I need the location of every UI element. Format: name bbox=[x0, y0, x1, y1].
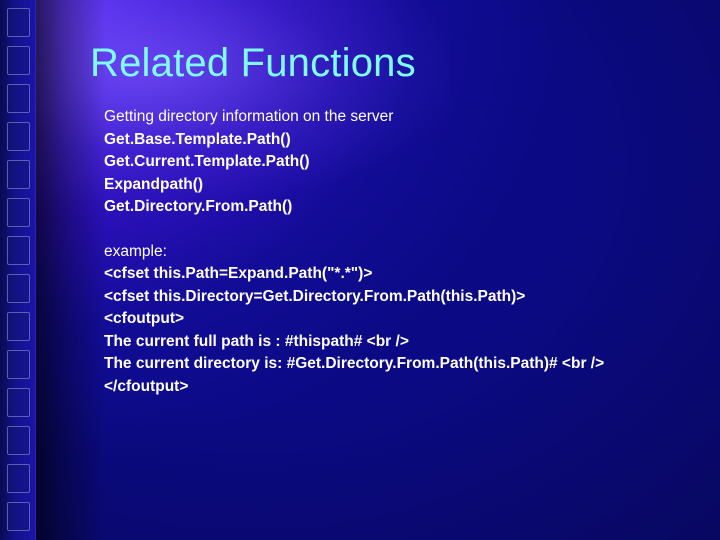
intro-line: Getting directory information on the ser… bbox=[104, 108, 394, 125]
filmstrip-hole bbox=[7, 426, 30, 455]
filmstrip-hole bbox=[7, 198, 30, 227]
filmstrip-hole bbox=[7, 502, 30, 531]
filmstrip-hole bbox=[7, 274, 30, 303]
intro-line: Expandpath() bbox=[104, 175, 204, 193]
filmstrip-hole bbox=[7, 46, 30, 75]
intro-line: Get.Base.Template.Path() bbox=[104, 130, 291, 148]
filmstrip-shadow bbox=[36, 0, 106, 540]
slide-title: Related Functions bbox=[90, 41, 416, 85]
example-label: example: bbox=[104, 242, 167, 260]
filmstrip-hole bbox=[7, 160, 30, 189]
example-line: The current full path is : #thispath# <b… bbox=[104, 332, 409, 350]
filmstrip-hole bbox=[7, 350, 30, 379]
filmstrip-hole bbox=[7, 84, 30, 113]
filmstrip-hole bbox=[7, 122, 30, 151]
filmstrip-decoration bbox=[0, 0, 36, 540]
body-spacer bbox=[104, 219, 694, 241]
filmstrip-hole bbox=[7, 388, 30, 417]
example-line: <cfset this.Path=Expand.Path("*.*")> bbox=[104, 265, 373, 282]
filmstrip-hole bbox=[7, 236, 30, 265]
slide-body: Getting directory information on the ser… bbox=[104, 106, 694, 398]
example-line: </cfoutput> bbox=[104, 377, 189, 395]
intro-line: Get.Directory.From.Path() bbox=[104, 198, 293, 215]
example-line: The current directory is: #Get.Directory… bbox=[104, 355, 605, 372]
intro-line: Get.Current.Template.Path() bbox=[104, 153, 310, 170]
filmstrip-hole bbox=[7, 312, 30, 341]
filmstrip-hole bbox=[7, 464, 30, 493]
filmstrip-hole bbox=[7, 8, 30, 37]
example-line: <cfoutput> bbox=[104, 310, 185, 327]
example-line: <cfset this.Directory=Get.Directory.From… bbox=[104, 287, 526, 305]
